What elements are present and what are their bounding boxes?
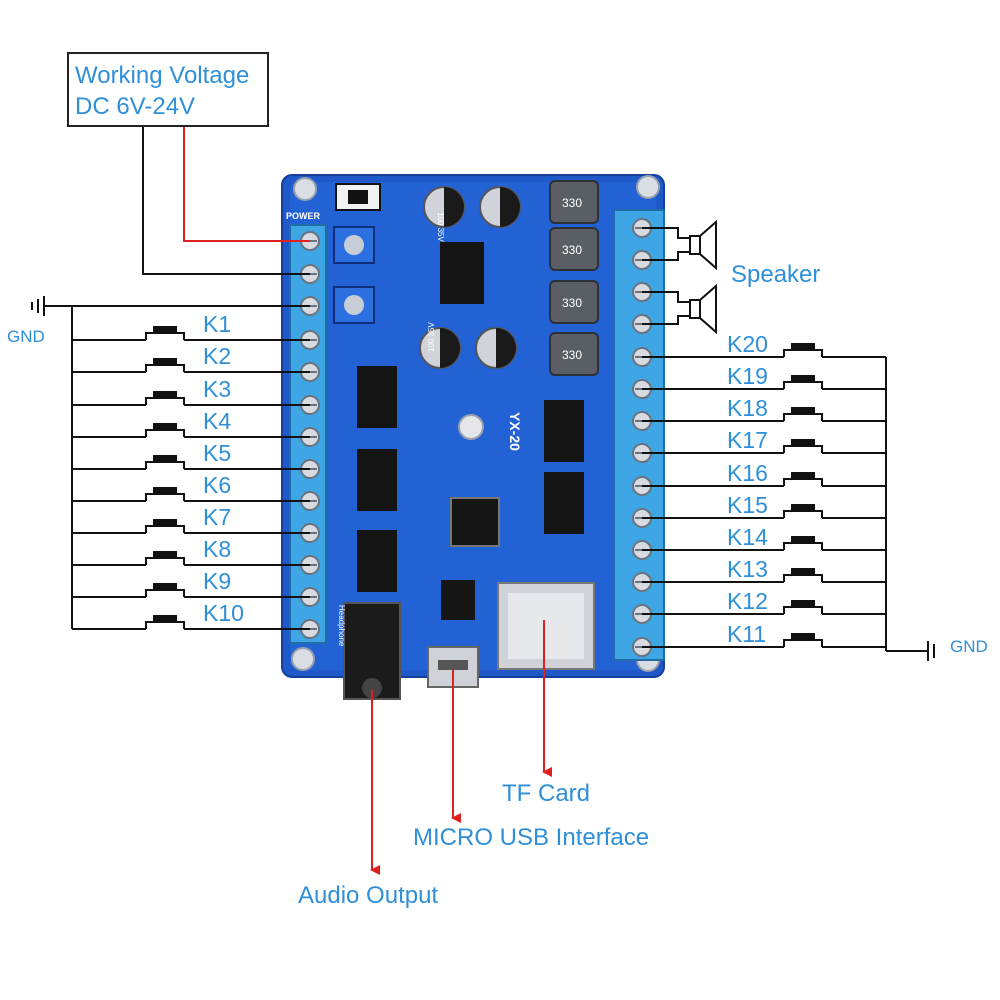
mounting-hole	[636, 175, 660, 199]
mounting-hole	[293, 177, 317, 201]
inductor-block	[549, 180, 599, 376]
push-button-switch	[145, 461, 185, 469]
key-label-k10: K10	[203, 600, 244, 626]
key-label-k19: K19	[727, 363, 768, 389]
push-button-switch	[783, 445, 823, 453]
headphone-silk: Headphone	[337, 605, 346, 647]
right-key-switches	[642, 343, 887, 651]
key-label-k2: K2	[203, 343, 232, 369]
cap-marking: 100 35V	[436, 212, 445, 242]
speaker-icon	[642, 283, 717, 335]
push-button-switch	[783, 606, 823, 614]
push-button-switch	[783, 478, 823, 486]
push-button-switch	[783, 349, 823, 357]
push-button-switch	[145, 429, 185, 437]
mounting-hole	[458, 414, 484, 440]
push-button-switch	[783, 510, 823, 518]
key-label-k12: K12	[727, 588, 768, 614]
working-voltage-box: Working Voltage DC 6V-24V	[67, 52, 269, 127]
logic-ic	[544, 400, 584, 462]
flash-ic	[441, 580, 475, 620]
voltage-title: Working Voltage	[75, 62, 250, 89]
left-gnd-label: GND	[7, 327, 45, 346]
key-label-k6: K6	[203, 472, 232, 498]
key-label-k16: K16	[727, 460, 768, 486]
volume-potentiometer	[333, 226, 375, 264]
key-label-k15: K15	[727, 492, 768, 518]
key-label-k1: K1	[203, 311, 232, 337]
key-label-k14: K14	[727, 524, 768, 550]
callout-arrows	[370, 620, 552, 875]
inductor-marking: 330	[562, 243, 582, 257]
negative-wire	[142, 127, 310, 275]
power-silk: POWER	[286, 211, 321, 221]
audio-output-label: Audio Output	[298, 882, 439, 909]
key-label-k8: K8	[203, 536, 232, 562]
key-label-k11: K11	[727, 621, 767, 647]
push-button-switch	[783, 381, 823, 389]
key-label-k18: K18	[727, 395, 768, 421]
key-label-k9: K9	[203, 568, 232, 594]
key-label-k20: K20	[727, 331, 768, 357]
push-button-switch	[783, 639, 823, 647]
micro-usb-label: MICRO USB Interface	[413, 824, 650, 851]
push-button-switch	[145, 332, 185, 340]
key-label-k7: K7	[203, 504, 232, 530]
logic-ic	[357, 449, 397, 511]
right-terminal-block	[613, 209, 665, 661]
push-button-switch	[145, 589, 185, 597]
inductor-marking: 330	[562, 196, 582, 210]
board-model-silk: YX-20	[507, 412, 523, 451]
speaker-icon	[642, 219, 717, 271]
speaker-label: Speaker	[731, 261, 821, 288]
logic-ic	[544, 472, 584, 534]
inductor-marking: 330	[562, 348, 582, 362]
pcb-board: YX-20 POWER Headphone 100 35V 100 35V 33…	[281, 174, 665, 700]
cap-marking: 100 35V	[427, 322, 436, 352]
key-label-k17: K17	[727, 427, 768, 453]
key-label-k4: K4	[203, 408, 232, 434]
mounting-hole	[291, 647, 315, 671]
push-button-switch	[783, 574, 823, 582]
push-button-switch	[145, 364, 185, 372]
inductor-marking: 330	[562, 296, 582, 310]
microcontroller	[450, 497, 500, 547]
positive-wire	[183, 127, 310, 242]
push-button-switch	[783, 413, 823, 421]
push-button-switch	[145, 621, 185, 629]
push-button-switch	[145, 397, 185, 405]
push-button-switch	[145, 557, 185, 565]
push-button-switch	[145, 525, 185, 533]
logic-ic	[357, 530, 397, 592]
push-button-switch	[145, 493, 185, 501]
tf-card-label: TF Card	[502, 780, 591, 807]
key-label-k3: K3	[203, 376, 232, 402]
key-label-k5: K5	[203, 440, 232, 466]
push-button-switch	[783, 542, 823, 550]
key-label-k13: K13	[727, 556, 768, 582]
amplifier-ic	[440, 242, 484, 304]
left-key-switches	[71, 306, 310, 630]
logic-ic	[357, 366, 397, 428]
right-gnd-label: GND	[950, 637, 988, 656]
voltage-range: DC 6V-24V	[75, 93, 196, 120]
electrolytic-capacitor	[419, 186, 521, 369]
ground-symbol-right	[886, 641, 935, 661]
power-wires	[31, 127, 310, 316]
